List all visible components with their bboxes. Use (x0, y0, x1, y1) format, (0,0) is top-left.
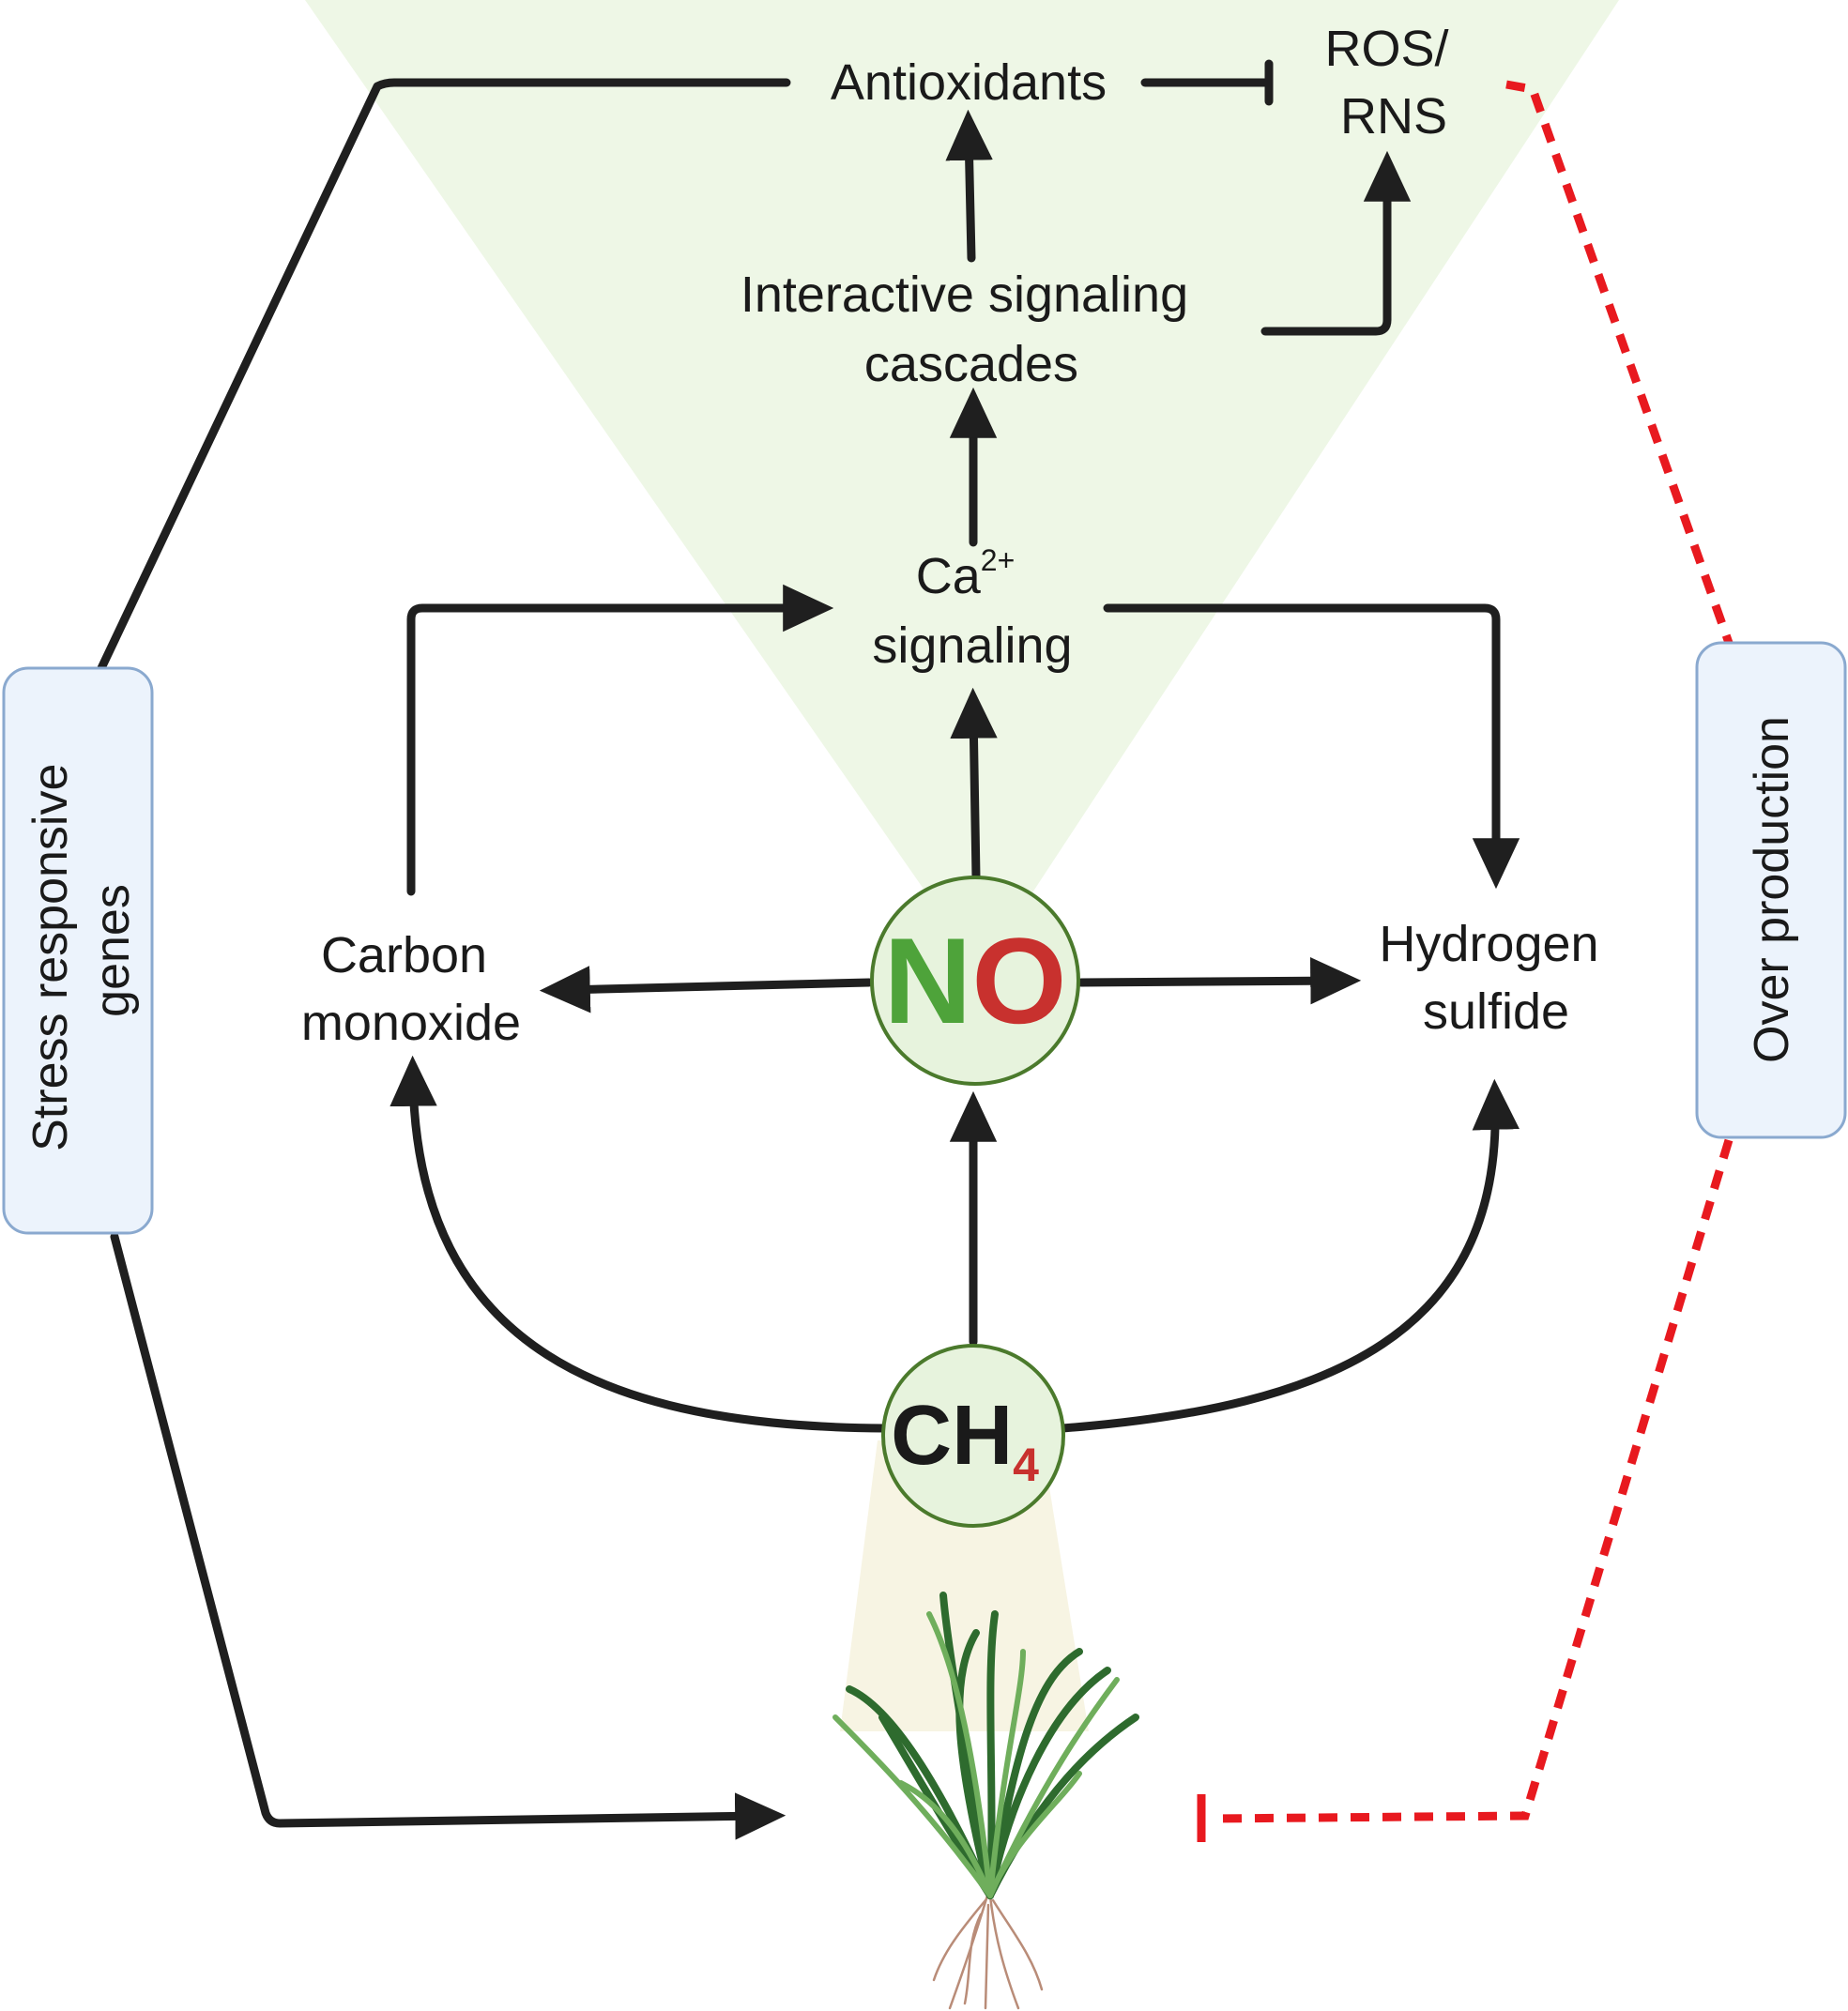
svg-text:CH4: CH4 (891, 1389, 1039, 1491)
stress-genes-line2: genes (85, 884, 140, 1017)
node-nitric-oxide: NO (870, 876, 1080, 1086)
edge-ch4-to-h2s (1058, 1078, 1520, 1433)
edge-calcium-to-h2s (1103, 603, 1520, 890)
cascades-line1: Interactive signaling (741, 267, 1188, 323)
calcium-base: Ca (916, 548, 982, 604)
edge-overproduction-inhibit-plant (1210, 1138, 1733, 1823)
edge-ros-overproduction (1505, 80, 1733, 645)
stress-genes-line1: Stress responsive (23, 764, 78, 1151)
node-hydrogen-sulfide: Hydrogen sulfide (1379, 916, 1612, 1040)
ros-line2: RNS (1340, 88, 1447, 145)
co-line2: monoxide (301, 995, 521, 1051)
beige-light-cone (840, 1440, 1089, 1731)
cascades-line2: cascades (864, 336, 1078, 392)
calcium-sup: 2+ (981, 543, 1015, 577)
svg-text:NO: NO (883, 912, 1066, 1049)
edge-no-to-calcium (950, 687, 998, 882)
svg-text:Over production: Over production (1745, 716, 1799, 1063)
edge-no-to-co (539, 966, 874, 1013)
overproduction-box: Over production (1695, 641, 1847, 1139)
ros-line1: ROS/ (1324, 21, 1448, 77)
ch4-sub: 4 (1013, 1439, 1039, 1491)
no-o: O (971, 912, 1066, 1049)
plant-icon (832, 1592, 1139, 2010)
h2s-line2: sulfide (1423, 983, 1569, 1040)
calcium-line2: signaling (872, 617, 1072, 674)
no-n: N (883, 912, 971, 1049)
node-carbon-monoxide: Carbon monoxide (301, 927, 521, 1051)
edge-genes-to-antioxidants (97, 78, 791, 673)
overproduction-label: Over production (1745, 716, 1799, 1063)
svg-text:Stress responsive genes: Stress responsive genes (23, 750, 140, 1151)
edge-genes-to-plant (110, 1232, 787, 1840)
edge-ch4-to-co (389, 1055, 889, 1433)
node-calcium-signaling: Ca2+ signaling (872, 526, 1072, 674)
node-ros-rns: ROS/ RNS (1324, 21, 1462, 145)
node-signaling-cascades: Interactive signaling cascades (741, 267, 1202, 392)
h2s-line1: Hydrogen (1379, 916, 1598, 972)
edge-no-to-h2s (1077, 957, 1362, 1005)
edge-co-to-calcium (406, 584, 834, 896)
green-signal-cone (305, 0, 1619, 971)
node-methane: CH4 (881, 1344, 1065, 1528)
stress-genes-box: Stress responsive genes (2, 666, 154, 1235)
co-line1: Carbon (321, 927, 487, 983)
ch4-base: CH (891, 1389, 1013, 1483)
node-antioxidants: Antioxidants (831, 54, 1107, 111)
edge-cascades-to-antioxidants (945, 109, 993, 263)
edge-cascades-to-ros (1260, 150, 1412, 336)
